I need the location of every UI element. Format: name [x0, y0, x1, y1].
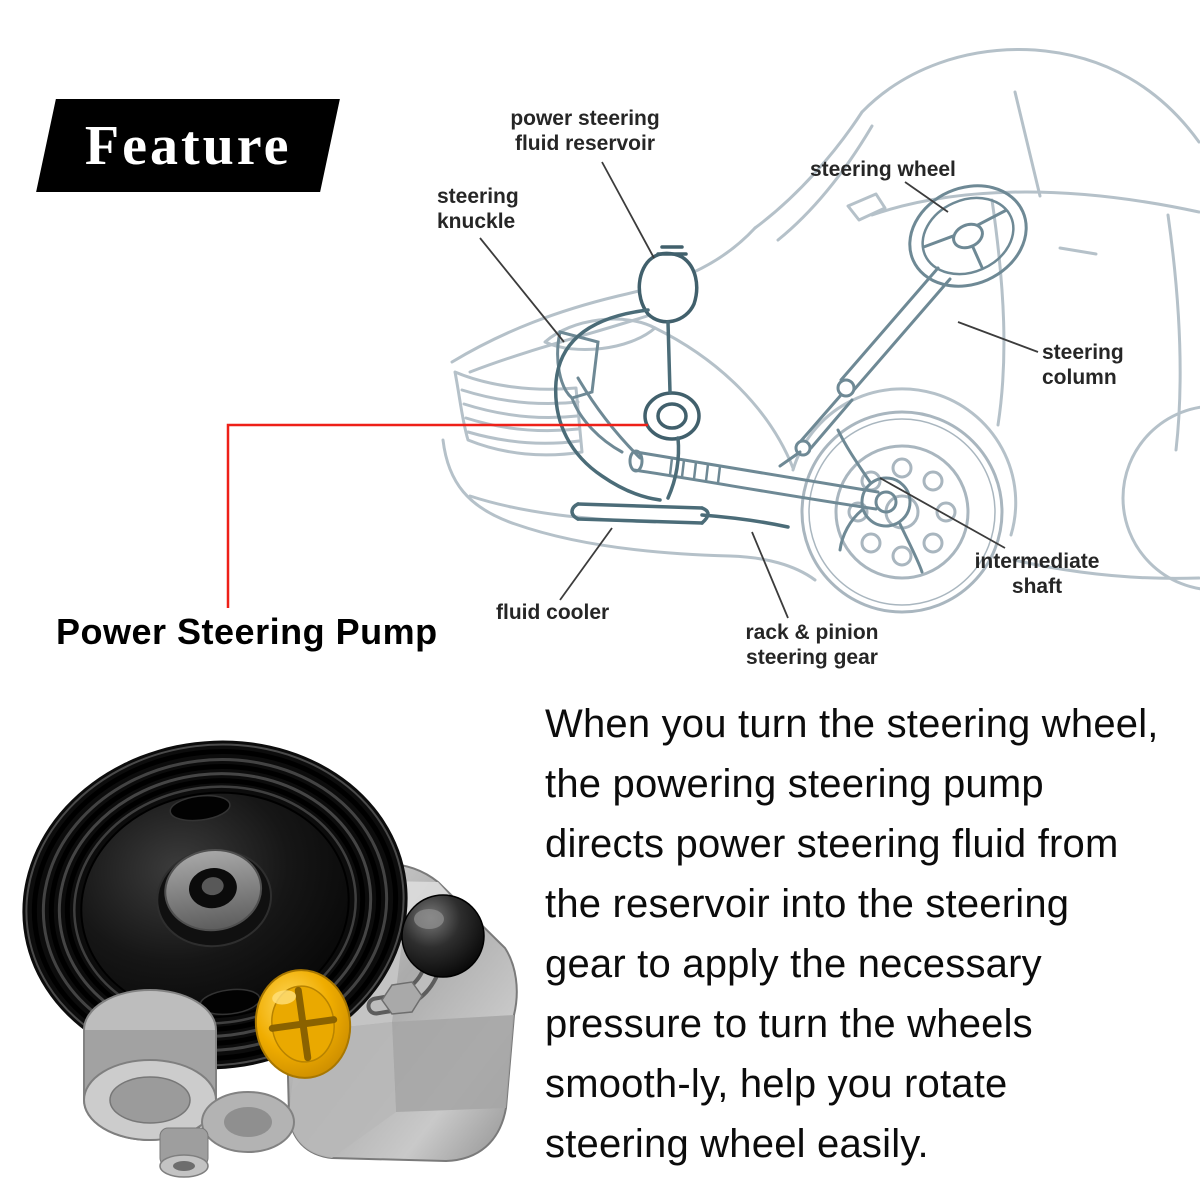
label-pointer-lines — [479, 161, 1039, 619]
label-rack-pinion-steering-gear: rack & pinion steering gear — [745, 621, 879, 669]
power-steering-pump-photo — [22, 740, 518, 1178]
front-wheel — [800, 410, 1004, 614]
label-steering-wheel: steering wheel — [810, 158, 956, 181]
pump-callout-label: Power Steering Pump — [56, 611, 438, 652]
car-steering-diagram — [441, 48, 1200, 619]
pump-fitting-knob — [366, 894, 485, 1016]
pump-mounting-bracket — [83, 989, 295, 1178]
label-fluid-cooler: fluid cooler — [496, 601, 610, 624]
label-steering-column: steering column — [1042, 341, 1124, 389]
pump-reservoir-cap — [254, 969, 352, 1079]
feature-banner: Feature — [36, 99, 340, 192]
label-steering-knuckle: steering knuckle — [437, 185, 519, 233]
label-power-steering-fluid-reservoir: power steering fluid reservoir — [510, 107, 660, 155]
steering-system — [556, 184, 1028, 574]
feature-description-text: When you turn the steering wheel, the po… — [545, 702, 1159, 1166]
label-intermediate-shaft: intermediate shaft — [974, 550, 1100, 598]
pump-pulley — [22, 740, 408, 1070]
feature-banner-title: Feature — [84, 114, 292, 177]
pump-and-reservoir — [637, 245, 701, 441]
pump-pointer-line — [226, 423, 648, 608]
